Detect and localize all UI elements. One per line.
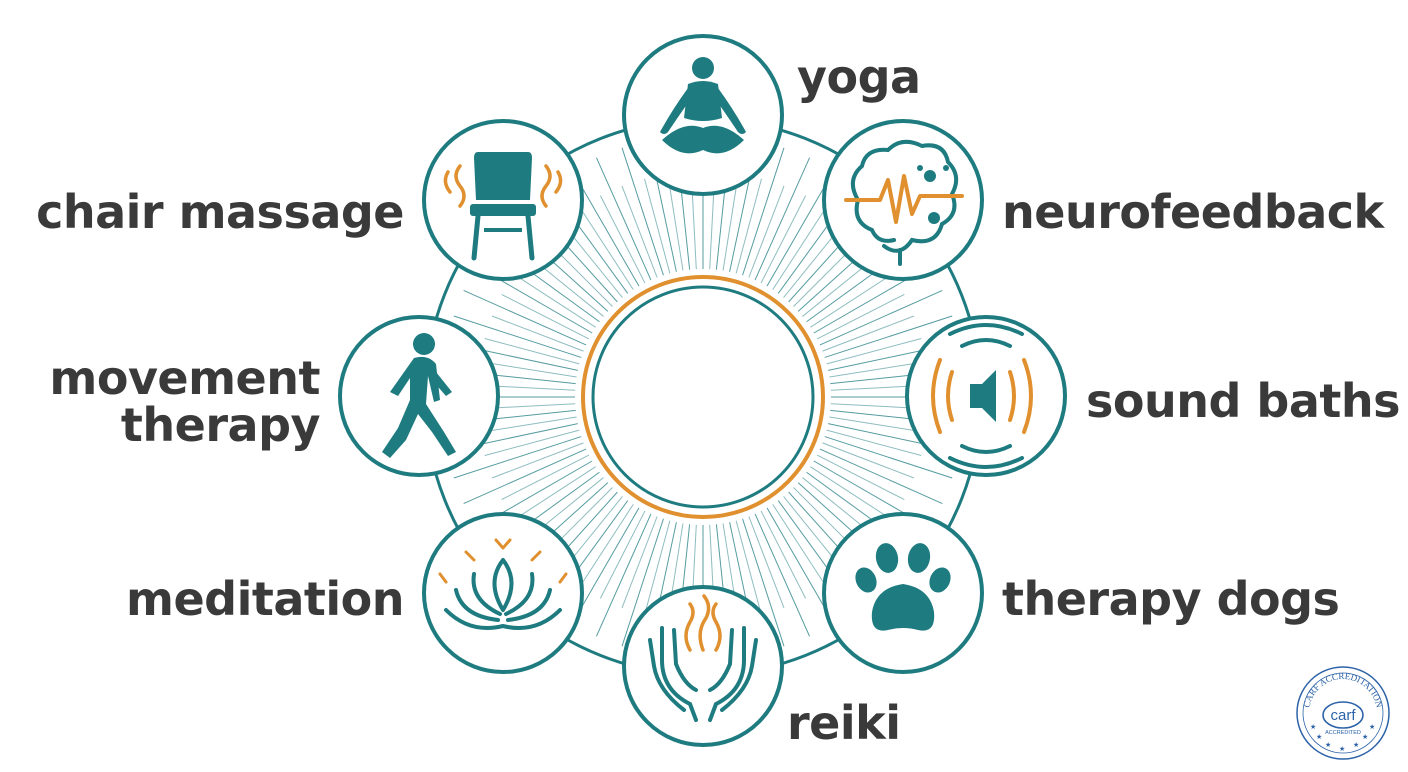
label-yoga: yoga — [797, 50, 921, 104]
ray-line — [579, 504, 634, 587]
label-meditation: meditation — [126, 572, 404, 626]
svg-text:★: ★ — [1310, 723, 1316, 731]
ray-line — [754, 513, 811, 637]
ray-line — [829, 416, 927, 433]
ray-line — [748, 516, 785, 609]
svg-text:★: ★ — [1362, 733, 1368, 741]
ray-line — [501, 293, 590, 340]
svg-text:★: ★ — [1369, 723, 1375, 731]
ray-line — [621, 516, 658, 609]
ray-line — [742, 147, 785, 276]
ray-line — [484, 429, 580, 456]
ray-line — [810, 273, 893, 328]
ray-line — [484, 338, 580, 365]
ray-line — [772, 504, 827, 587]
ray-line — [599, 195, 646, 284]
ray-line — [491, 315, 584, 352]
ray-line — [824, 436, 953, 479]
paw-print-icon — [855, 543, 951, 631]
label-sound-baths: sound baths — [1086, 374, 1401, 428]
label-reiki: reiki — [787, 696, 901, 750]
ray-line — [816, 293, 905, 340]
ray-line — [754, 157, 811, 281]
label-neurofeedback: neurofeedback — [1002, 185, 1384, 239]
ray-line — [816, 454, 905, 501]
ray-line — [819, 448, 943, 505]
ray-line — [595, 157, 652, 281]
ray-line — [595, 513, 652, 637]
ray-line — [513, 273, 596, 328]
label-movement-line2: therapy — [120, 398, 321, 453]
node-therapy-dogs — [822, 512, 984, 674]
lotus-pose-person-icon — [660, 57, 746, 154]
ray-line — [722, 173, 739, 271]
healing-hands-icon — [648, 594, 758, 722]
node-sound-baths — [905, 315, 1067, 477]
node-meditation — [422, 512, 584, 674]
badge-logo-text: carf — [1330, 707, 1356, 724]
ray-line — [644, 178, 671, 274]
ray-line — [667, 173, 684, 271]
ray-line — [826, 338, 922, 365]
ray-line — [621, 185, 658, 278]
ray-line — [621, 518, 664, 647]
badge-stars: ★ ★ ★ ★ ★ ★ ★ — [1310, 723, 1375, 753]
node-reiki — [622, 585, 784, 747]
massage-chair-icon — [443, 152, 563, 261]
center-circle — [591, 285, 815, 509]
ray-line — [453, 315, 582, 358]
ray-line — [479, 361, 577, 378]
carf-accreditation-badge: CARF ACCREDITATION carf ACCREDITED ★ ★ ★… — [1296, 666, 1390, 760]
ray-line — [772, 207, 827, 290]
ray-line — [621, 147, 664, 276]
inner-orange-ring — [581, 275, 825, 519]
svg-text:★: ★ — [1325, 741, 1331, 749]
speaker-sound-waves-icon — [931, 323, 1033, 469]
badge-status-text: ACCREDITED — [1325, 730, 1361, 736]
ray-line — [742, 518, 785, 647]
ray-line — [463, 289, 587, 346]
svg-text:★: ★ — [1339, 745, 1345, 753]
ray-line — [826, 429, 922, 456]
label-movement-therapy: movement therapy — [49, 351, 321, 453]
ray-line — [822, 315, 915, 352]
ray-line — [829, 361, 927, 378]
node-movement-therapy — [338, 315, 500, 477]
ray-line — [579, 207, 634, 290]
ray-line — [735, 520, 762, 616]
ray-line — [824, 315, 953, 358]
node-chair-massage — [422, 119, 584, 281]
walking-person-icon — [382, 333, 456, 458]
label-chair-massage: chair massage — [36, 185, 404, 239]
svg-text:★: ★ — [1316, 733, 1322, 741]
label-movement-line1: movement — [49, 351, 320, 405]
ray-line — [513, 466, 596, 521]
node-yoga — [622, 34, 784, 196]
ray-line — [760, 195, 807, 284]
sunburst-rays — [441, 135, 965, 659]
ray-line — [453, 436, 582, 479]
ray-line — [760, 510, 807, 599]
ray-line — [819, 289, 943, 346]
ray-line — [748, 185, 785, 278]
brain-signal-icon — [850, 139, 959, 266]
ray-line — [479, 416, 577, 433]
ray-line — [810, 466, 893, 521]
ray-line — [599, 510, 646, 599]
ray-line — [822, 442, 915, 479]
ray-line — [501, 454, 590, 501]
svg-text:★: ★ — [1353, 741, 1359, 749]
label-therapy-dogs: therapy dogs — [1002, 572, 1340, 626]
node-neurofeedback — [822, 119, 984, 281]
ray-line — [735, 178, 762, 274]
lotus-flower-icon — [438, 538, 568, 630]
ray-line — [491, 442, 584, 479]
ray-line — [463, 448, 587, 505]
ray-line — [644, 520, 671, 616]
